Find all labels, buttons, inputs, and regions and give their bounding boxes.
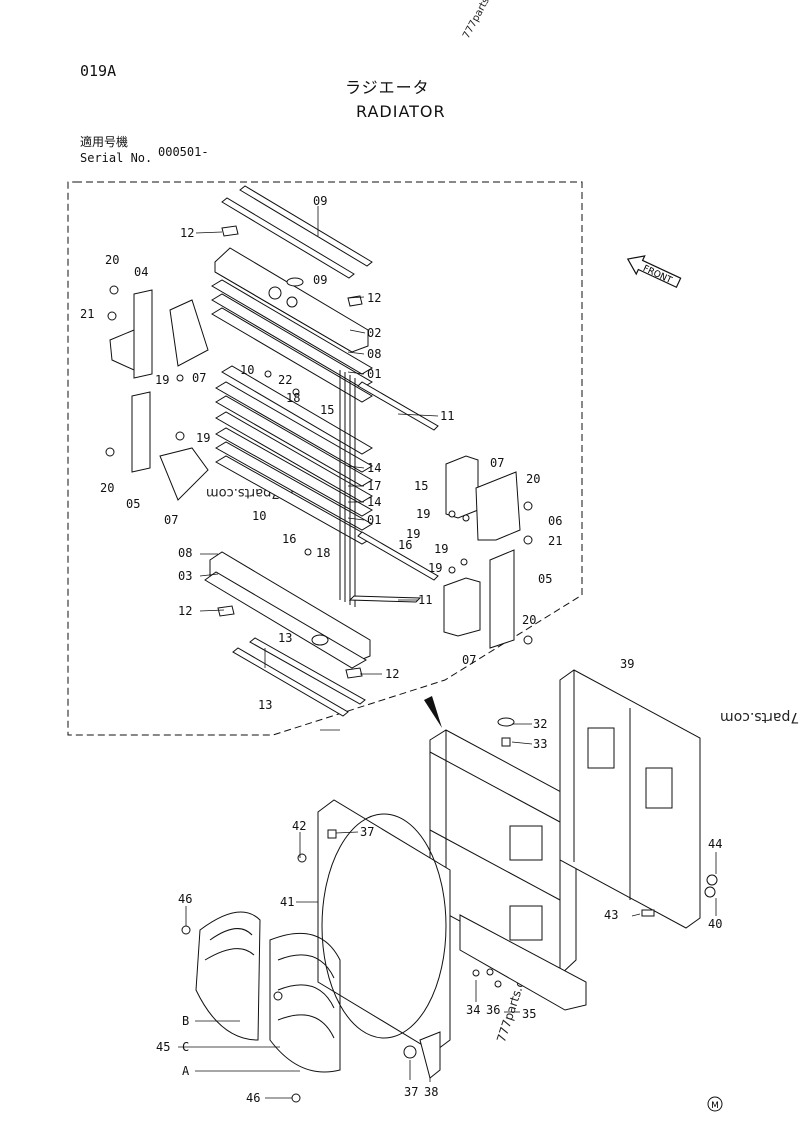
callout-label: 12 [180,226,194,240]
bolts-upper [105,285,533,645]
callout-label: 19 [155,373,169,387]
callout-label: 44 [708,837,722,851]
callout-label: 42 [292,819,306,833]
callout-label: 46 [246,1091,260,1105]
callout-label: 37 [404,1085,418,1099]
callout-label: 18 [286,391,300,405]
callout-label: 43 [604,908,618,922]
callout-label: 04 [134,265,148,279]
callout-label: 41 [280,895,294,909]
callout-label: 07 [192,371,206,385]
callout-label: 20 [105,253,119,267]
callout-label: 20 [100,481,114,495]
callout-label: 13 [258,698,272,712]
callout-label: 19 [416,507,430,521]
callout-label: 18 [316,546,330,560]
callout-label: 08 [178,546,192,560]
callout-label: 40 [708,917,722,931]
callout-label: 14 [367,495,381,509]
callout-label: 35 [522,1007,536,1021]
callout-label: 17 [367,479,381,493]
callout-label: 11 [440,409,454,423]
callout-label: 15 [320,403,334,417]
callout-label: 22 [278,373,292,387]
callout-label: 15 [414,479,428,493]
callout-label: 14 [367,461,381,475]
upper-tank [214,247,369,353]
callout-label: 05 [538,572,552,586]
callout-label: 06 [548,514,562,528]
callout-label: 21 [80,307,94,321]
callout-label: 19 [196,431,210,445]
callout-label: 07 [490,456,504,470]
callout-label: 12 [385,667,399,681]
callout-label: 07 [164,513,178,527]
title-japanese: ラジエータ [345,78,430,97]
core-plates [211,279,373,545]
callout-label: A [182,1064,190,1078]
callout-label: 39 [620,657,634,671]
callout-label: 34 [466,1003,480,1017]
callout-label: 19 [428,561,442,575]
callout-label: 16 [398,538,412,552]
callout-label: 10 [252,509,266,523]
callout-label: 19 [406,527,420,541]
lower-tank [204,551,371,669]
callout-label: 19 [434,542,448,556]
title-english: RADIATOR [356,102,446,121]
strip-13-bottom [232,637,366,717]
callout-label: C [182,1040,189,1054]
callout-label: 45 [156,1040,170,1054]
assembled-radiator [429,729,587,1011]
m-marker-icon: M [707,1096,723,1112]
serial-label-japanese: 適用号機 [80,135,129,149]
callout-label: 13 [278,631,292,645]
callout-label: 20 [526,472,540,486]
dashed-boundary [67,181,583,736]
serial-number: 000501- [158,145,209,159]
strip-09-top [221,185,373,279]
callout-label: 09 [313,273,327,287]
callout-label: 21 [548,534,562,548]
strip-11 [348,381,439,603]
radiator-cover [559,669,701,929]
callout-label: 01 [367,513,381,527]
callout-label: 03 [178,569,192,583]
callout-label: 12 [367,291,381,305]
callout-label: 32 [533,717,547,731]
callout-label: 07 [462,653,476,667]
callout-label: 36 [486,1003,500,1017]
callout-label: 11 [418,593,432,607]
page-code: 019A [80,62,117,80]
callout-label: 05 [126,497,140,511]
callout-label: 20 [522,613,536,627]
bolts-lower [181,717,718,1103]
callout-label: 37 [360,825,374,839]
callout-label: 08 [367,347,381,361]
serial-label-english: Serial No. [80,151,153,165]
leader-lines [178,206,717,1099]
assembly-pointer-icon [424,696,442,728]
callout-label: 46 [178,892,192,906]
callout-labels: 09 09 12 12 12 12 02 08 08 01 01 03 04 2… [80,194,722,1105]
callout-label: 38 [424,1085,438,1099]
plate-12 [217,225,363,679]
callout-label: 02 [367,326,381,340]
callout-label: 33 [533,737,547,751]
callout-label: 09 [313,194,327,208]
callout-label: 12 [178,604,192,618]
callout-label: 10 [240,363,254,377]
m-marker-label: M [711,1101,719,1111]
fan-guard [195,911,341,1073]
callout-label: B [182,1014,189,1028]
fan-shroud [317,799,451,1053]
callout-label: 01 [367,367,381,381]
right-side-brackets [443,455,521,649]
front-arrow-icon: FRONT [626,255,682,289]
core-tubes [339,370,356,607]
callout-label: 16 [282,532,296,546]
left-side-brackets [109,289,209,501]
